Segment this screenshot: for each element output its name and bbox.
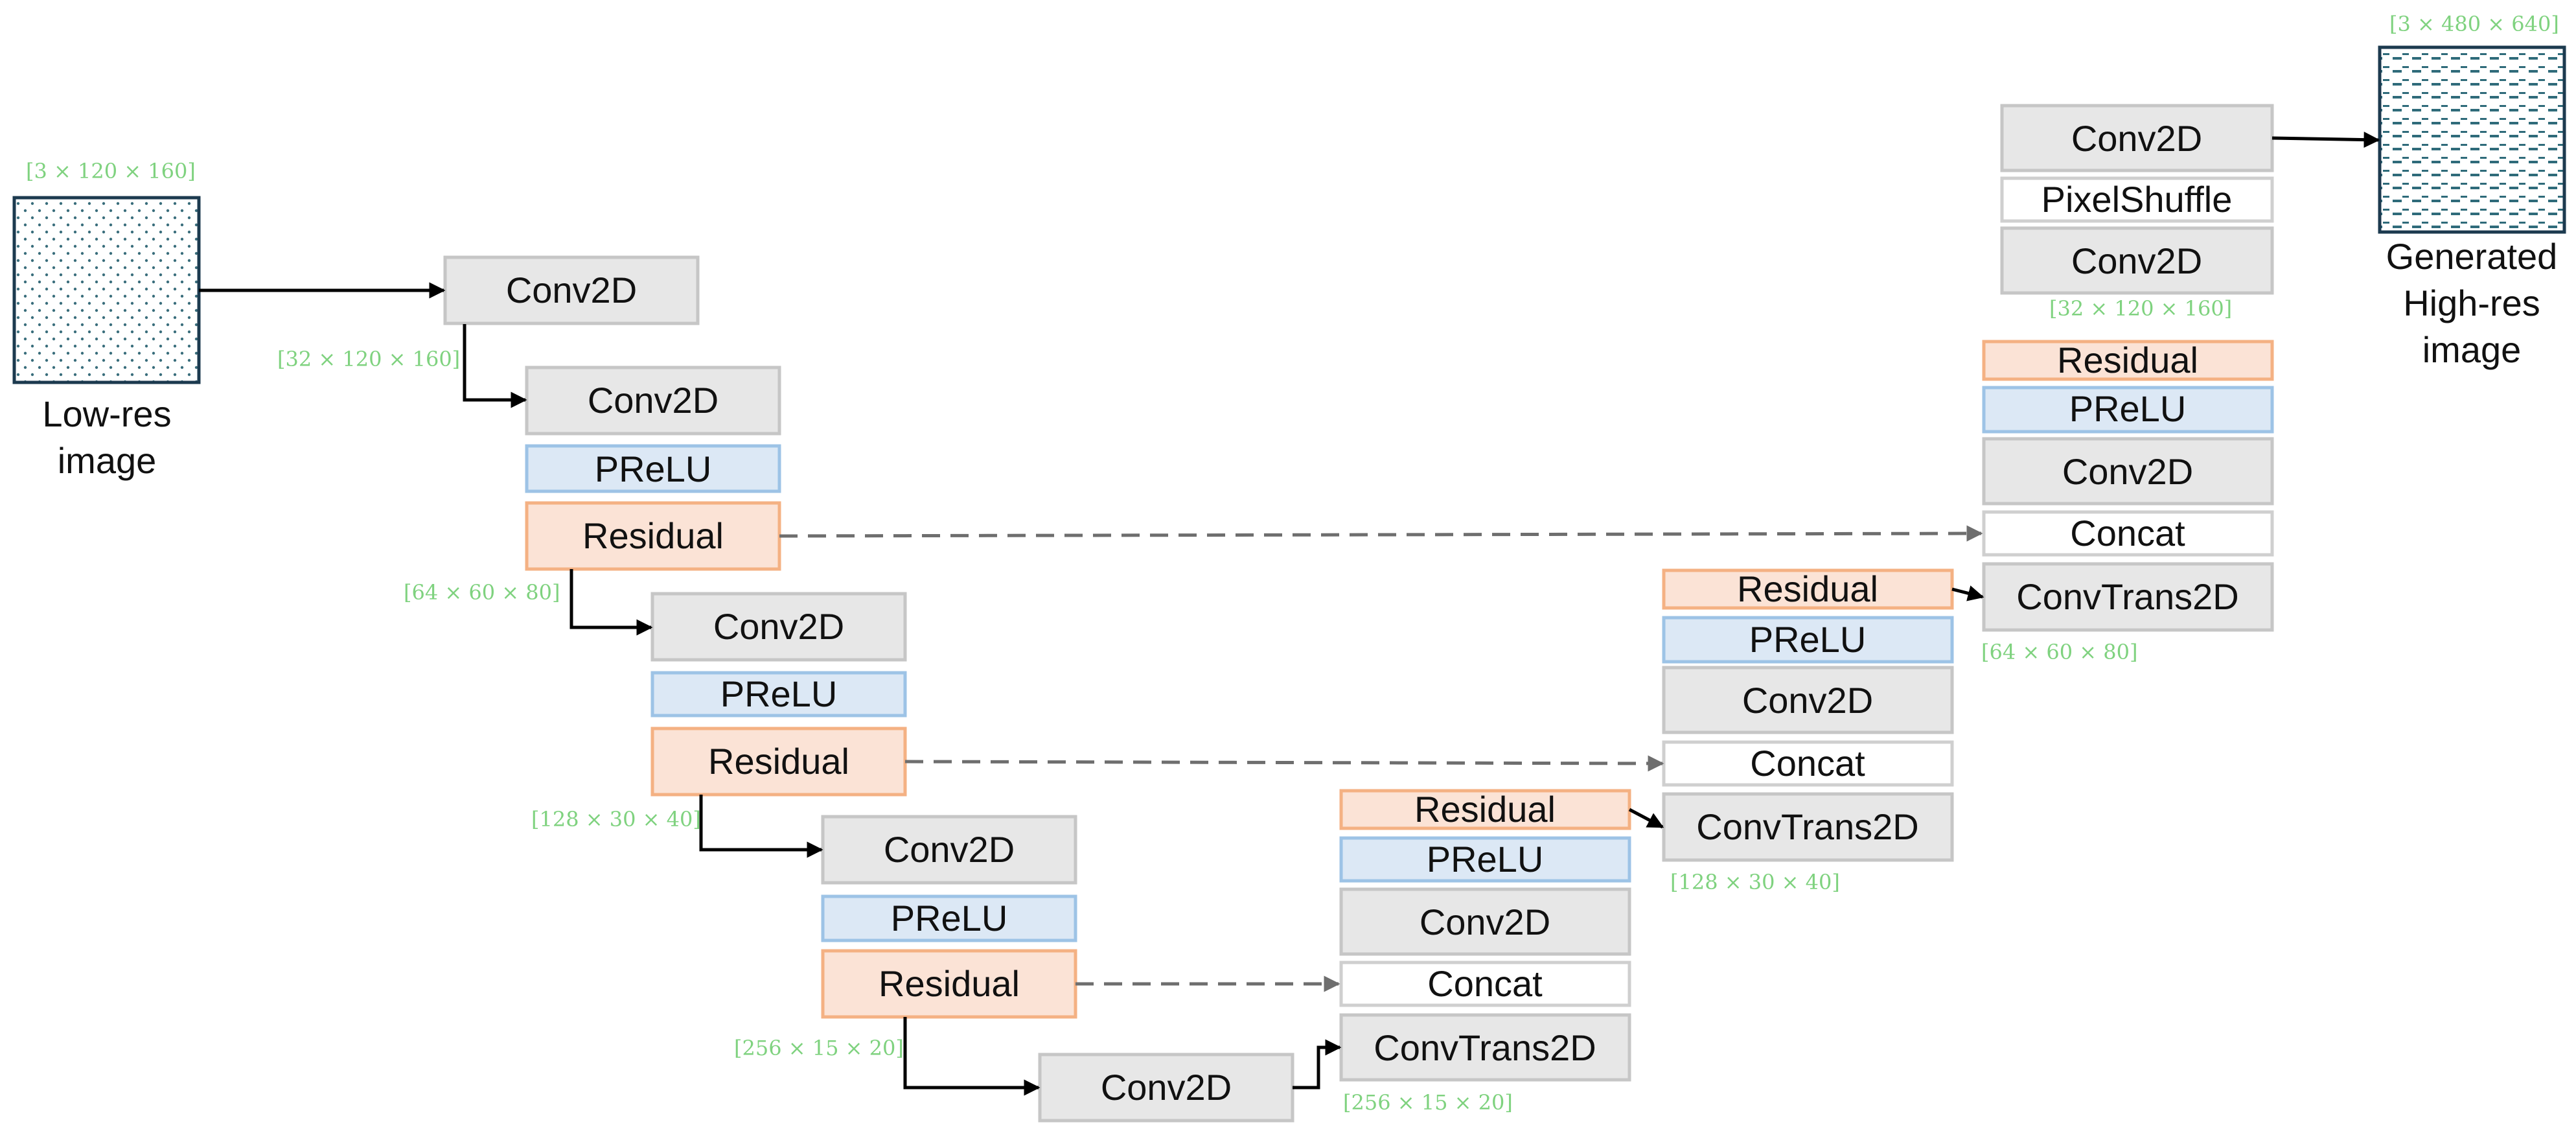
arrow-enc2-to-enc3 [699,795,823,858]
dec1-residual-label: Residual [1414,789,1556,830]
stem-dims-label: [32 × 120 × 160] [277,347,460,371]
head-conv2d-top-box [2000,104,2274,172]
head-conv2d-bottom-label: Conv2D [2071,240,2202,281]
dec2-dims-label: [128 × 30 × 40] [1670,870,1840,894]
enc2-conv2d-label: Conv2D [713,606,844,647]
enc3-residual-box [821,949,1077,1019]
head-conv2d-top-label: Conv2D [2071,118,2202,159]
stem-conv2d-label: Conv2D [506,270,637,310]
dec2-concat-label: Concat [1750,743,1865,784]
output-caption-line1: Generated [2386,236,2558,277]
skip-enc2-to-dec2-concat [904,755,1664,772]
enc2-residual-box [650,727,907,797]
arrow-enc1-to-enc2 [569,569,653,636]
arrow-enc3-to-bottleneck [903,1017,1041,1096]
dec1-prelu-label: PReLU [1427,839,1544,880]
dec1-prelu-box [1339,836,1631,883]
dec2-conv2d-label: Conv2D [1742,680,1873,721]
dec1-conv2d-box [1339,887,1631,956]
skip-enc1-to-dec3-concat [779,525,1983,542]
output-caption-line2: High-res [2403,283,2540,323]
enc2-residual-label: Residual [708,741,849,782]
input-dims-label: [3 × 120 × 160] [26,159,196,183]
dec2-convtrans2d-label: ConvTrans2D [1696,806,1918,847]
dec1-convtrans2d-label: ConvTrans2D [1374,1027,1596,1068]
enc1-prelu-box [525,444,781,493]
enc2-prelu-label: PReLU [720,673,838,714]
arrow-stem-to-enc1 [463,324,527,408]
input-caption-line2: image [58,440,157,481]
dec1-dims-label: [256 × 15 × 20] [1343,1090,1513,1115]
high-res-image [2378,45,2566,234]
dec3-convtrans2d-box [1982,562,2274,632]
head-dims-label: [32 × 120 × 160] [2049,296,2232,321]
enc2-dims-label: [128 × 30 × 40] [531,807,701,832]
dec3-convtrans2d-label: ConvTrans2D [2016,576,2238,617]
output-dims-label: [3 × 480 × 640] [2389,12,2559,36]
enc1-conv2d-box [525,366,781,436]
dec1-residual-box [1339,789,1631,830]
dec1-conv2d-label: Conv2D [1420,902,1550,942]
enc3-prelu-label: PReLU [891,898,1008,939]
dec3-concat-label: Concat [2070,513,2185,554]
enc3-residual-label: Residual [879,963,1020,1004]
dec3-dims-label: [64 × 60 × 80] [1981,640,2137,664]
head-pixelshuffle-box [2000,176,2274,223]
head-conv2d-bottom-box [2000,226,2274,295]
enc2-prelu-box [650,671,907,717]
enc1-prelu-label: PReLU [595,449,712,489]
output-caption-line3: image [2422,329,2522,370]
dec2-residual-label: Residual [1737,568,1878,609]
head-pixelshuffle-label: PixelShuffle [2041,179,2233,220]
dec3-residual-box [1982,340,2274,381]
bottleneck-conv2d-label: Conv2D [1101,1067,1232,1108]
enc1-dims-label: [64 × 60 × 80] [404,580,560,605]
dec1-concat-label: Concat [1427,963,1543,1004]
arrow-dec2-to-dec3 [1951,585,1984,601]
dec3-prelu-label: PReLU [2069,388,2187,429]
arrow-head-to-output [2271,132,2380,148]
enc3-conv2d-label: Conv2D [884,829,1015,870]
arrow-bottleneck-to-dec1 [1293,1039,1342,1090]
dec2-conv2d-box [1662,666,1954,734]
enc2-conv2d-box [650,592,907,662]
dec3-residual-label: Residual [2057,340,2198,380]
dec1-concat-box [1339,961,1631,1007]
enc3-dims-label: [256 × 15 × 20] [734,1036,904,1060]
arrow-dec1-to-dec2 [1628,808,1664,829]
dec3-conv2d-box [1982,437,2274,506]
dec2-concat-box [1662,740,1954,787]
dec3-conv2d-label: Conv2D [2062,451,2193,492]
dec2-prelu-box [1662,616,1954,664]
enc3-prelu-box [821,894,1077,942]
dec3-prelu-box [1982,386,2274,434]
input-caption-line1: Low-res [42,393,171,434]
enc1-residual-label: Residual [582,515,724,556]
low-res-image [12,196,201,384]
dec2-residual-box [1662,568,1954,610]
dec3-concat-box [1982,510,2274,557]
dec2-prelu-label: PReLU [1749,619,1867,660]
enc1-conv2d-label: Conv2D [588,380,719,421]
